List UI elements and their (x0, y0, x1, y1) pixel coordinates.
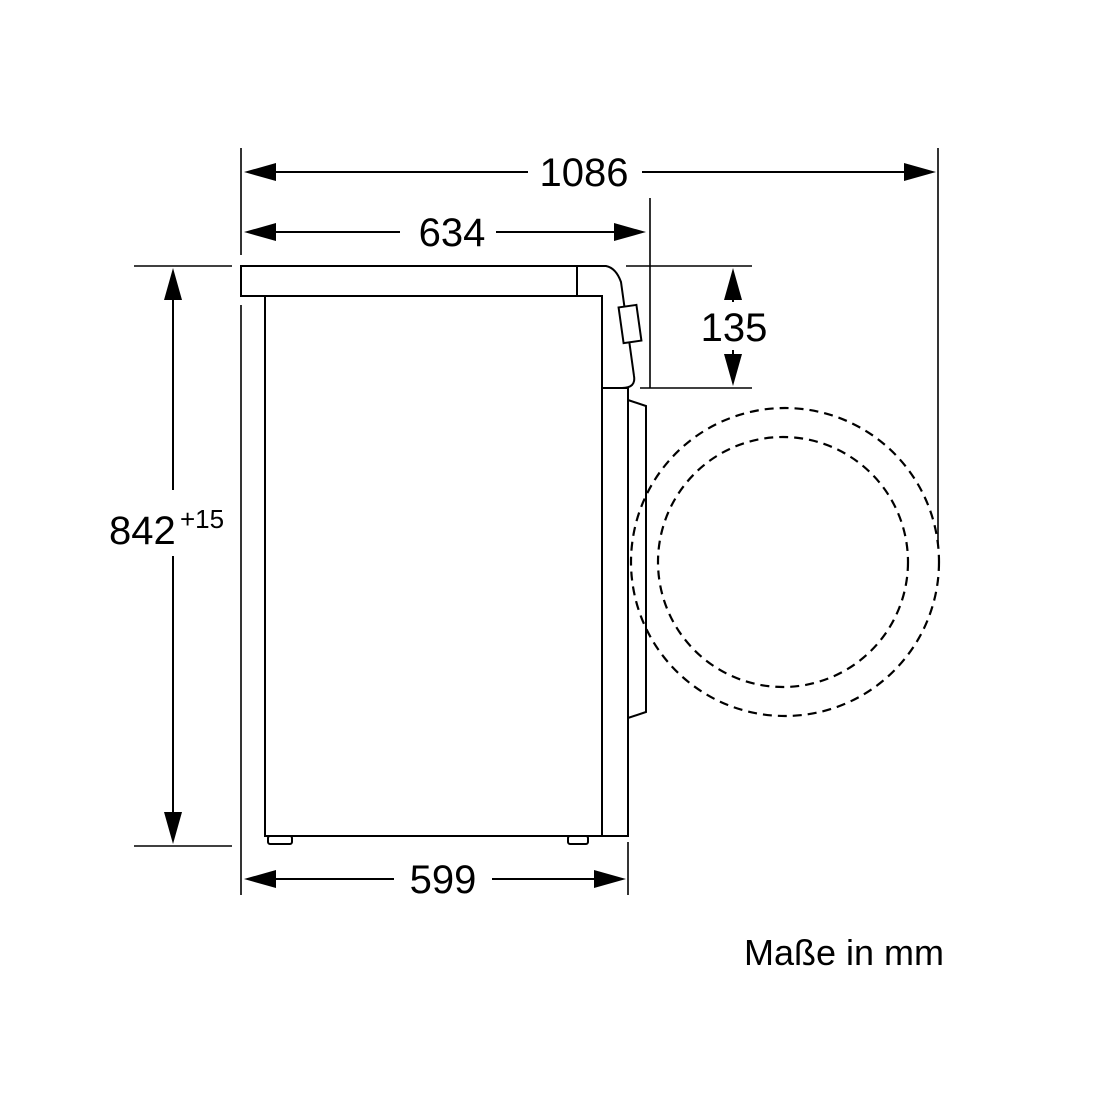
dimension-total-depth: 1086 (244, 151, 936, 195)
worktop (240, 265, 578, 297)
dimension-width: 599 (244, 858, 626, 902)
foot-right (567, 835, 589, 845)
units-note: Maße in mm (744, 932, 944, 973)
dimension-top-offset: 135 (701, 268, 768, 386)
panel-knob (617, 303, 643, 345)
door-rim (627, 398, 647, 720)
door-swing (629, 406, 941, 718)
extension-lines (134, 148, 939, 895)
cabinet (264, 295, 603, 837)
body-depth-label: 634 (419, 211, 486, 255)
top-offset-label: 135 (701, 306, 768, 350)
height-label: 842 (109, 509, 176, 553)
dimension-body-depth: 634 (244, 211, 646, 255)
total-depth-label: 1086 (540, 151, 629, 195)
appliance-side-view (240, 265, 647, 845)
foot-left (267, 835, 293, 845)
width-label: 599 (410, 858, 477, 902)
front-panel (601, 387, 629, 837)
dimension-height: 842 +15 (109, 268, 224, 844)
height-tolerance-label: +15 (180, 504, 224, 534)
